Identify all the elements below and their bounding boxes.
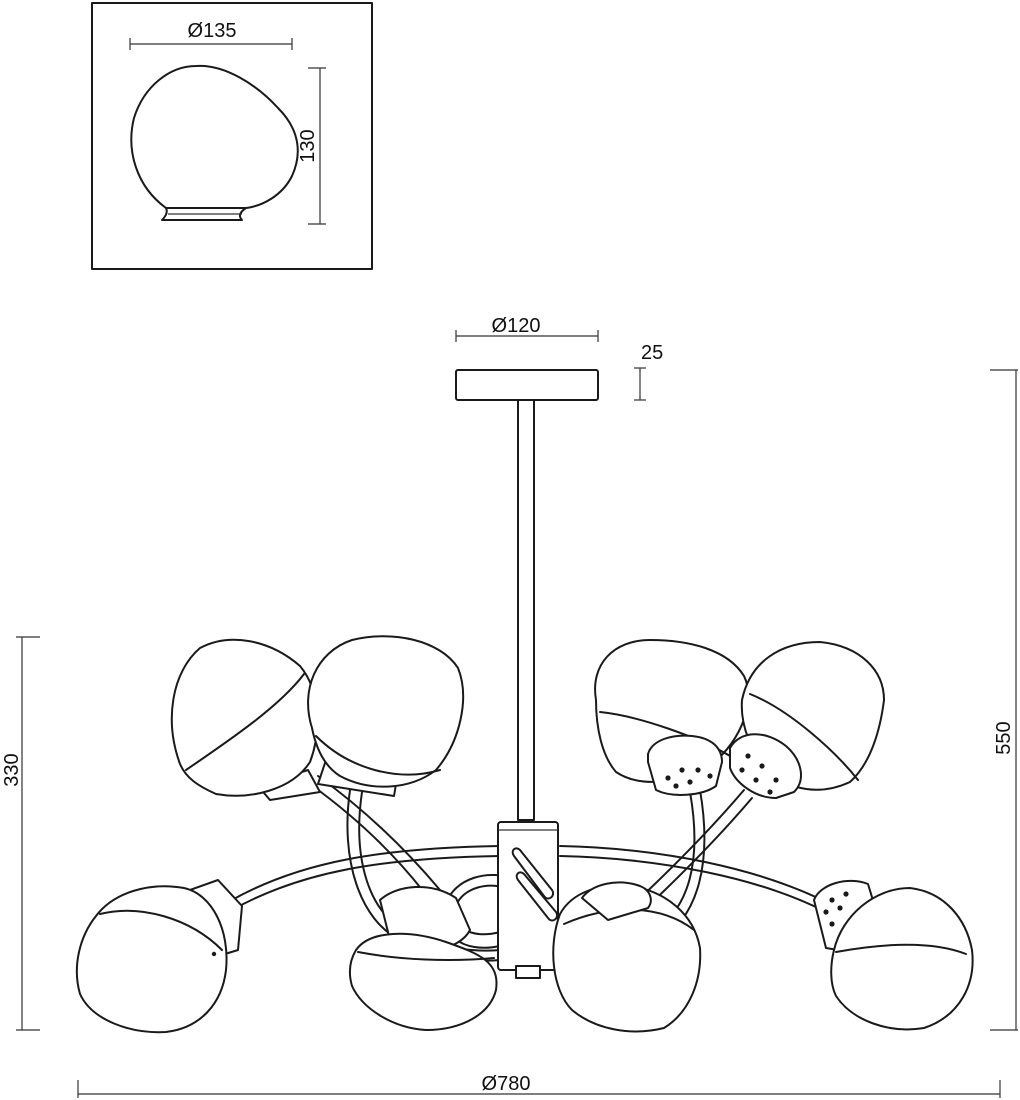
arm-left-long [231,845,501,901]
body-height-label: 330 [1,753,23,786]
lamp-shades [75,635,974,1034]
shade-cap-perforated [647,734,723,796]
total-height-label: 550 [993,721,1015,754]
shade-cap-perforated-2 [729,733,802,799]
hub-bottom-cap [515,965,541,979]
inset-frame [91,2,373,270]
main-dimensions: Ø120 25 550 330 Ø780 [1,315,1018,1098]
arm-right-diagonal [635,789,745,903]
total-diameter-label: Ø780 [482,1073,531,1095]
canopy-diameter-label: Ø120 [492,315,541,337]
canopy-and-rod [455,369,599,821]
canopy-height-label: 25 [641,342,663,364]
shade-bottom-right [813,879,974,1031]
hub-arm-socket-2 [515,871,558,922]
shade-detail-inset: Ø135 130 [91,2,373,270]
arm-left-diagonal [309,783,431,901]
shade-top-center-left [307,635,465,797]
shade-top-right [729,641,885,799]
shade-top-left [170,638,321,801]
shade-bottom-left [75,879,243,1034]
shade-width-label: Ø135 [188,20,237,42]
ceiling-canopy [455,369,599,401]
shade-top-center-right [594,639,750,796]
shade-bottom-center-right [552,881,702,1033]
shade-globe [130,64,299,209]
arm-right-long [559,845,831,905]
central-hub [497,821,559,979]
hub-arm-socket-1 [511,847,554,900]
shade-bottom-center-left [348,886,498,1031]
shade-height-label: 130 [297,129,319,162]
suspension-rod [517,399,535,821]
